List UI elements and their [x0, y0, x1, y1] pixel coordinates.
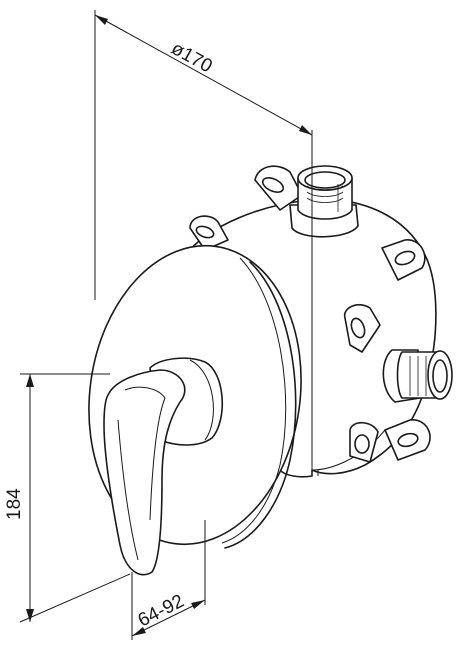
top-outlet-fitting — [289, 165, 359, 238]
mounting-lug-middle — [343, 303, 381, 353]
mounting-lug-bottom-right — [384, 419, 431, 461]
right-outlet-fitting — [382, 349, 453, 403]
mounting-lug-left — [189, 215, 229, 251]
mounting-lug-right-top — [381, 239, 426, 281]
mounting-lug-bottom — [349, 421, 379, 463]
height-label: 184 — [4, 488, 25, 520]
lever-handle — [103, 357, 224, 576]
diameter-label: ø170 — [168, 38, 216, 77]
dimension-height: 184 — [4, 373, 131, 623]
depth-label: 64-92 — [135, 591, 188, 632]
